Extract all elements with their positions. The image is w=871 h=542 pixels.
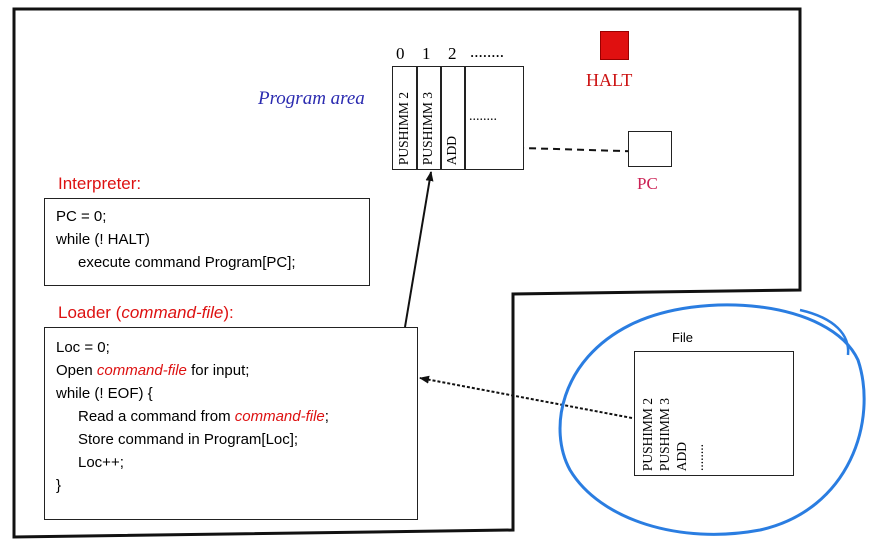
interpreter-line-1: PC = 0;	[56, 208, 107, 225]
program-cell-divider-2	[440, 67, 442, 169]
pc-register	[628, 131, 672, 167]
loader-title: Loader (command-file):	[58, 303, 234, 323]
program-cell-more: ........	[469, 109, 497, 124]
loader-line-2: Open command-file for input;	[56, 359, 417, 382]
program-cell-divider-1	[416, 67, 418, 169]
interpreter-code-box: PC = 0; while (! HALT) execute command P…	[44, 198, 370, 286]
halt-flag	[600, 31, 629, 60]
program-area-label: Program area	[258, 88, 365, 109]
loader-line-2-pre: Open	[56, 362, 97, 379]
program-index-0: 0	[396, 44, 405, 63]
program-memory: PUSHIMM 2 PUSHIMM 3 ADD ........	[392, 66, 524, 170]
file-line-1: PUSHIMM 2	[640, 397, 655, 471]
loader-title-suffix: ):	[223, 303, 234, 322]
loader-title-prefix: Loader (	[58, 303, 122, 322]
loader-line-4: Read a command from command-file;	[56, 405, 417, 428]
program-index-1: 1	[422, 44, 431, 63]
program-cell-divider-3	[464, 67, 466, 169]
file-highlight-circle-tail	[799, 308, 850, 356]
file-box: PUSHIMM 2 PUSHIMM 3 ADD ........	[634, 351, 794, 476]
loader-line-5: Store command in Program[Loc];	[78, 431, 299, 448]
outer-frame	[12, 7, 802, 539]
program-cell-1: PUSHIMM 3	[420, 91, 435, 165]
interpreter-line-3: execute command Program[PC];	[78, 254, 296, 271]
halt-label: HALT	[586, 70, 633, 90]
file-line-3: ADD	[674, 441, 689, 471]
file-line-2: PUSHIMM 3	[657, 397, 672, 471]
loader-line-3: while (! EOF) {	[56, 385, 153, 402]
pc-label: PC	[637, 174, 658, 193]
loader-line-4-pre: Read a command from	[78, 408, 235, 425]
loader-line-4-param: command-file	[234, 408, 325, 425]
loader-code-box: Loc = 0; Open command-file for input; wh…	[44, 327, 418, 520]
loader-line-2-param: command-file	[96, 362, 187, 379]
interpreter-line-2: while (! HALT)	[56, 231, 150, 248]
program-cell-0: PUSHIMM 2	[396, 91, 411, 165]
program-index-2: 2	[448, 44, 457, 63]
file-to-loader-arrow	[419, 375, 633, 419]
program-index-more: ........	[470, 42, 504, 61]
loader-to-program-arrow	[404, 171, 434, 328]
loader-title-param: command-file	[121, 303, 224, 322]
loader-line-7: }	[56, 477, 62, 494]
interpreter-title: Interpreter:	[58, 174, 142, 193]
file-highlight-circle	[558, 303, 866, 536]
loader-line-6: Loc++;	[78, 454, 124, 471]
file-label: File	[672, 330, 693, 345]
loader-line-1: Loc = 0;	[56, 339, 110, 356]
file-line-4: ........	[691, 444, 706, 471]
program-cell-2: ADD	[444, 135, 459, 165]
loader-line-4-post: ;	[324, 408, 329, 425]
loader-line-2-post: for input;	[186, 362, 250, 379]
